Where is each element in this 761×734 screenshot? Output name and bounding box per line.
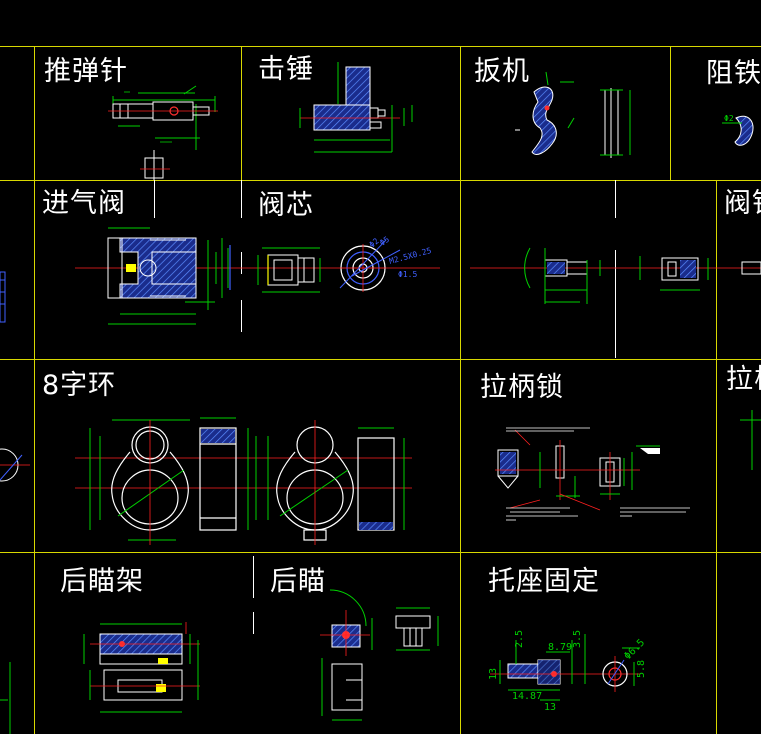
fazhen-drawing <box>470 247 761 304</box>
title-faxin: 阀芯 <box>258 190 314 221</box>
labingsuo-drawing <box>495 427 690 521</box>
title-tuozuo: 托座固定 <box>488 566 600 597</box>
title-houmiao: 后瞄 <box>270 566 326 597</box>
tuozuo-dim-b: 8.79 <box>548 642 572 653</box>
left-edge-blue-part <box>0 271 6 323</box>
tuozuo-drawing: 2.5 8.79 3.5 Φ6.5 13 14.87 13 5.8 <box>488 630 647 713</box>
tuidanzhen-drawing <box>108 85 218 180</box>
cell-dividers <box>154 180 616 634</box>
title-jinqifa: 进气阀 <box>42 188 126 219</box>
jinqifa-drawing <box>75 227 246 325</box>
faxin-drawing: Φ2 Φ5 M2.5X0.25 Φ1.5 <box>246 235 440 293</box>
title-zutie: 阻铁 <box>706 58 761 89</box>
faxin-dim-4: Φ1.5 <box>398 270 417 279</box>
zutie-dim-label: Φ2 <box>724 114 734 123</box>
jichui-drawing <box>299 62 413 153</box>
title-banji: 扳机 <box>474 56 530 87</box>
banji-drawing <box>515 71 631 158</box>
tuozuo-dim-c: 3.5 <box>572 630 583 648</box>
title-tuidanzhen: 推弹针 <box>44 56 128 87</box>
tuozuo-dim-a: 2.5 <box>514 630 525 648</box>
title-jichui: 击锤 <box>258 54 314 85</box>
tuozuo-dim-f: 14.87 <box>512 691 542 702</box>
zihuan-drawing <box>75 417 412 545</box>
title-zihuan: 8字环 <box>42 370 117 401</box>
title-fazhen: 阀针 <box>724 188 761 219</box>
tuozuo-dim-h: 5.8 <box>636 660 647 678</box>
title-labing: 拉柄 <box>726 364 761 395</box>
title-labingsuo: 拉柄锁 <box>480 372 564 403</box>
title-houmiaojia: 后瞄架 <box>60 566 144 597</box>
zutie-drawing: Φ2 <box>722 114 754 146</box>
tuozuo-dim-d: Φ6.5 <box>622 637 647 662</box>
faxin-dim-3: M2.5X0.25 <box>388 246 432 266</box>
houmiaojia-drawing <box>83 622 200 713</box>
tuozuo-dim-g: 13 <box>544 702 556 713</box>
labing-drawing <box>740 410 761 470</box>
houmiao-drawing <box>320 589 439 721</box>
left-edge-dims-row4 <box>0 662 11 734</box>
grid-frame <box>0 46 761 734</box>
tuozuo-dim-e: 13 <box>488 668 499 680</box>
left-edge-partial-part <box>0 448 30 482</box>
